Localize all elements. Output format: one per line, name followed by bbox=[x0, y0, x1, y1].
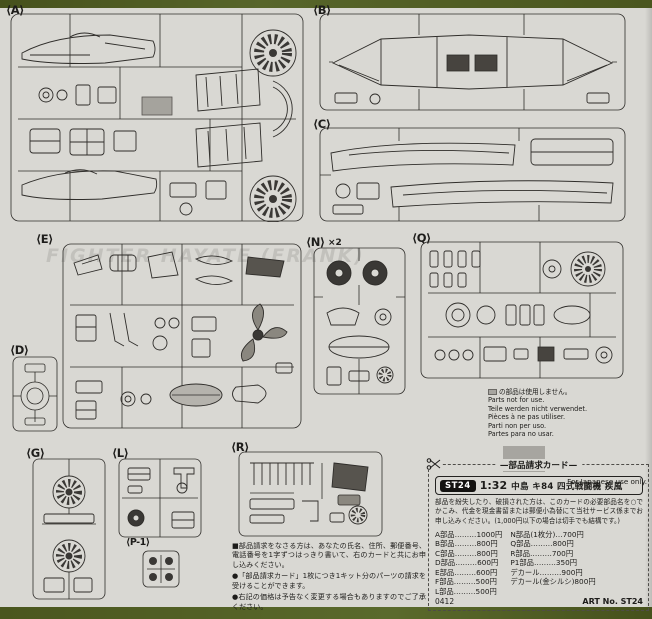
price-row: D部品………600円 bbox=[435, 558, 499, 568]
unused-notice-line-it: Parti non per uso. bbox=[488, 421, 547, 430]
card-header: —部品請求カード— bbox=[494, 459, 583, 471]
sprue-p1-label: ⟨P-1⟩ bbox=[126, 537, 150, 548]
price-row: P1部品………350円 bbox=[510, 558, 578, 568]
sprue-e bbox=[62, 243, 302, 429]
price-list: A部品………1000円 B部品………800円 C部品………800円 D部品………… bbox=[435, 530, 643, 596]
price-row: R部品………700円 bbox=[510, 548, 574, 558]
sprue-a bbox=[10, 13, 304, 222]
sprue-n-multiplier: ×2 bbox=[328, 238, 342, 248]
price-list-left: A部品………1000円 B部品………800円 C部品………800円 D部品………… bbox=[435, 530, 502, 596]
sprue-q bbox=[420, 241, 624, 379]
price-row: C部品………800円 bbox=[435, 548, 498, 558]
scan-edge-top bbox=[0, 0, 652, 8]
request-info-item: ■部品請求をなさる方は、あなたの氏名、住所、郵便番号、電話番号を1字ずつはっきり… bbox=[232, 541, 426, 569]
sprue-g-label: ⟨G⟩ bbox=[26, 446, 45, 460]
price-row: F部品………500円 bbox=[435, 577, 497, 587]
unused-notice-line-en: Parts not for use. bbox=[488, 396, 545, 405]
sprue-a-label: ⟨A⟩ bbox=[6, 3, 24, 17]
sprue-c bbox=[319, 127, 626, 222]
sprue-d bbox=[12, 356, 58, 432]
sprue-r-label: ⟨R⟩ bbox=[231, 440, 249, 454]
price-row: E部品………600円 bbox=[435, 567, 498, 577]
sprue-g-diagram bbox=[32, 458, 106, 600]
sprue-l bbox=[118, 458, 202, 538]
sprue-e-diagram bbox=[62, 243, 302, 429]
sprue-q-diagram bbox=[420, 241, 624, 379]
request-info: ■部品請求をなさる方は、あなたの氏名、住所、郵便番号、電話番号を1字ずつはっきり… bbox=[232, 541, 426, 613]
sprue-d-label: ⟨D⟩ bbox=[10, 343, 29, 357]
sprue-g bbox=[32, 458, 106, 600]
price-row: デカール(金シルシ)800円 bbox=[510, 577, 596, 587]
sprue-p1 bbox=[142, 550, 180, 588]
request-info-item: ●右記の価格は予告なく変更する場合もありますのでご了承ください。 bbox=[232, 592, 426, 611]
sprue-r bbox=[238, 451, 383, 537]
price-row: デカール………900円 bbox=[510, 567, 583, 577]
sprue-b bbox=[319, 13, 626, 111]
sprue-c-diagram bbox=[319, 127, 626, 222]
sprue-p1-diagram bbox=[142, 550, 180, 588]
sprue-n-diagram bbox=[313, 247, 406, 395]
kit-scale: 1:32 bbox=[479, 479, 508, 492]
price-row: N部品(1枚分)…700円 bbox=[510, 530, 584, 540]
kit-title-box: ST24 1:32 中島 キ84 四式戦闘機 疾風 bbox=[435, 476, 643, 495]
parts-request-card: —部品請求カード— ST24 1:32 中島 キ84 四式戦闘機 疾風 部品を紛… bbox=[426, 458, 649, 611]
kit-name: 中島 キ84 四式戦闘機 疾風 bbox=[511, 481, 623, 492]
card-footer: 0412 ART No. ST24 bbox=[435, 597, 643, 606]
art-number: ART No. ST24 bbox=[582, 596, 643, 606]
sprue-l-label: ⟨L⟩ bbox=[112, 446, 129, 460]
page-edge-shadow bbox=[645, 8, 652, 607]
price-row: A部品………1000円 bbox=[435, 530, 503, 540]
sprue-e-label: ⟨E⟩ bbox=[36, 232, 53, 246]
unused-notice-line-de: Teile werden nicht verwendet. bbox=[488, 404, 588, 413]
sprue-b-diagram bbox=[319, 13, 626, 111]
sprue-n-label: ⟨N⟩ bbox=[306, 235, 325, 249]
price-row: L部品………500円 bbox=[435, 586, 497, 596]
card-instructions: 部品を紛失したり、破損された方は、このカードの必要部品名を○でかこみ、代金を現金… bbox=[435, 498, 643, 525]
unused-part-swatch-inline bbox=[488, 389, 497, 395]
sprue-c-label: ⟨C⟩ bbox=[313, 117, 331, 131]
sprue-n bbox=[313, 247, 406, 395]
sprue-b-label: ⟨B⟩ bbox=[313, 3, 331, 17]
sprue-l-diagram bbox=[118, 458, 202, 538]
kit-number-badge: ST24 bbox=[440, 479, 476, 492]
price-row: B部品………800円 bbox=[435, 539, 498, 549]
price-list-right: N部品(1枚分)…700円 Q部品………800円 R部品………700円 P1部品… bbox=[510, 530, 595, 596]
sprue-r-diagram bbox=[238, 451, 383, 537]
unused-parts-notice: の部品は使用しません。 Parts not for use. Teile wer… bbox=[488, 388, 646, 438]
unused-notice-line-ja: の部品は使用しません。 bbox=[488, 388, 646, 396]
date-code: 0412 bbox=[435, 596, 455, 606]
sprue-d-diagram bbox=[12, 356, 58, 432]
sprue-q-label: ⟨Q⟩ bbox=[412, 231, 431, 245]
request-info-item: ●「部品請求カード」1枚につき1キット分のパーツの請求を受けることができます。 bbox=[232, 571, 426, 590]
scissors-icon bbox=[426, 458, 442, 470]
unused-notice-line-fr: Pièces à ne pas utiliser. bbox=[488, 413, 566, 422]
price-row: Q部品………800円 bbox=[510, 539, 574, 549]
for-japanese-use-label: For Japanese use only. bbox=[567, 477, 647, 486]
sprue-a-diagram bbox=[10, 13, 304, 222]
unused-notice-line-es: Partes para no usar. bbox=[488, 430, 554, 439]
